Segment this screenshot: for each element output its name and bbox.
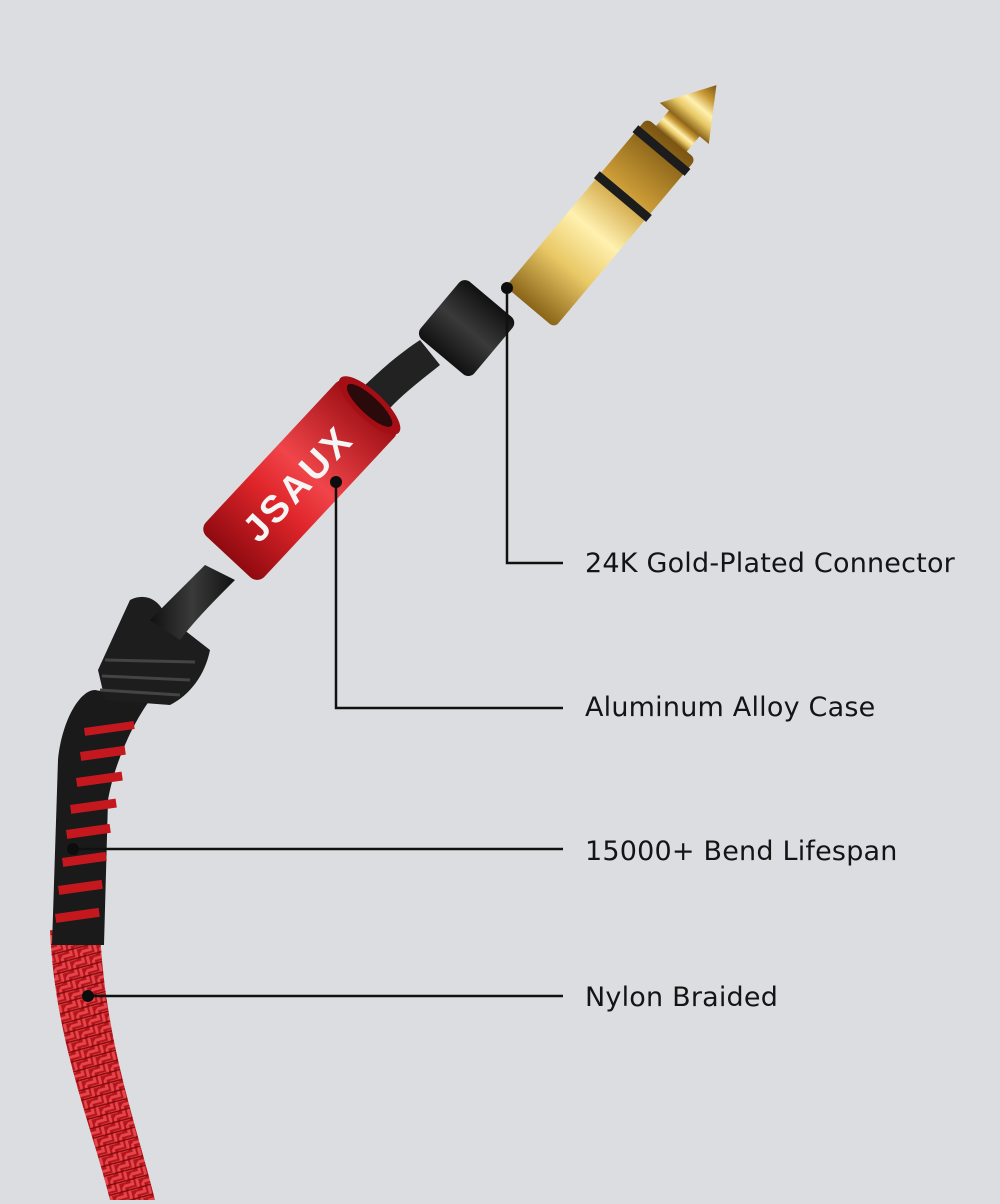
callout-dots bbox=[67, 282, 513, 1002]
callout-bend-lifespan: 15000+ Bend Lifespan bbox=[585, 836, 898, 867]
nylon-braided-cable bbox=[50, 930, 155, 1200]
callout-nylon-braided: Nylon Braided bbox=[585, 982, 779, 1013]
gold-connector bbox=[507, 85, 717, 326]
aluminum-alloy-case: JSAUX bbox=[203, 376, 401, 580]
connector-collar bbox=[418, 280, 515, 377]
callout-gold-plated-connector: 24K Gold-Plated Connector bbox=[585, 548, 955, 579]
callout-aluminum-alloy-case: Aluminum Alloy Case bbox=[585, 692, 876, 723]
leader-lines bbox=[73, 288, 563, 998]
black-cable bbox=[150, 565, 235, 640]
strain-relief bbox=[52, 596, 210, 945]
